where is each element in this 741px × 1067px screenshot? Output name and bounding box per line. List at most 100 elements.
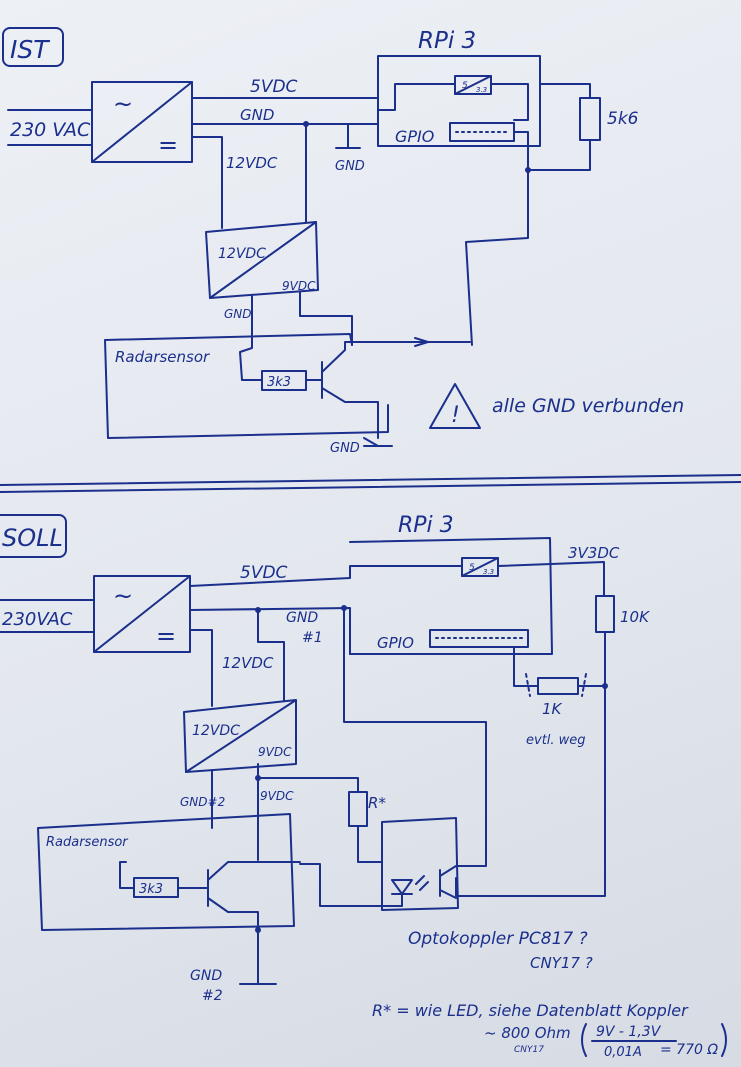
section-divider-2 [0,481,741,493]
section-divider [0,474,741,486]
soll-title: SOLL [2,524,63,552]
ist-rpi-label: RPi 3 [418,28,476,54]
soll-note-line2: ~ 800 Ohm [484,1024,571,1042]
ist-radar-block: Radarsensor 3k3 GND [104,319,471,456]
ist-section: IST 230 VAC ~ = 5VDC GND GND 12VDC 12VDC… [2,27,684,456]
ist-chassis-gnd [335,123,361,149]
soll-gnd2-label: GND#2 [180,795,225,809]
ist-psu-dc-symbol: = [158,131,178,159]
soll-converter-gnd-wire [257,609,285,701]
soll-9v-wire [257,777,359,793]
ist-12v-wire [191,136,223,229]
ist-dcdc-block: 12VDC 9VDC [205,221,319,299]
ist-12v-label: 12VDC [226,154,278,172]
ist-warning-icon [429,383,481,429]
ist-5v-label: 5VDC [250,77,298,97]
ist-radar-label: Radarsensor [115,348,210,366]
ist-mains-label: 230 VAC [10,119,91,141]
soll-series-bypass-marks [525,673,587,697]
soll-mains-wires [0,599,95,633]
soll-note-sub: CNY17 [514,1045,544,1055]
soll-reg-in: 5 [469,563,475,573]
soll-title-box [0,514,67,558]
ist-sensor-gnd-label: GND [224,307,252,321]
soll-bottom-gnd-num: #2 [202,988,223,1004]
ist-reg-in: 5 [462,81,468,91]
soll-optocoupler [299,817,459,911]
soll-note-brackets [581,1023,727,1057]
soll-3v3-label: 3V3DC [568,544,620,562]
ist-gnd-label: GND [240,106,274,124]
soll-transistor [177,861,301,985]
soll-12v-label: 12VDC [222,654,274,672]
soll-note-result: = 770 Ω [660,1042,718,1058]
ist-mains-wires [7,109,93,146]
ist-pullup-top-wire [539,83,591,99]
soll-series-label: 1K [542,700,563,718]
soll-mains-label: 230VAC [2,609,73,630]
soll-9v-label: 9VDC [260,789,294,803]
soll-reg-out: 3.3 [483,568,494,576]
soll-rstar-label: R* [368,794,386,812]
soll-gnd1-label: GND [286,610,318,626]
soll-opto-light-arrows [415,875,429,891]
soll-radar-block: Radarsensor 3k3 GND #2 [37,809,301,1004]
soll-rstar-wire [357,825,383,873]
soll-dcdc-label: 12VDC [192,723,240,739]
soll-rpi-block: RPi 3 5 3.3 GPIO [349,513,553,655]
soll-psu-block: ~ = [93,575,191,653]
soll-collector-wire [455,685,606,897]
ist-reg-out: 3.3 [476,86,487,94]
soll-gnd-rail [189,607,351,655]
ist-rpi-block: RPi 3 5 3.3 GPIO [377,28,541,147]
soll-5v-label: 5VDC [240,563,288,583]
ist-pullup-label: 5k6 [607,109,639,129]
ist-warning-text: alle GND verbunden [492,395,684,417]
soll-series-resistor [537,677,579,695]
soll-12v-wire [189,629,213,707]
soll-pullup-label: 10K [620,608,650,626]
soll-base-res-label: 3k3 [139,882,163,897]
ist-sensor-supply-wires [251,291,353,346]
ist-title-box [2,27,64,67]
ist-psu-ac-symbol: ~ [113,90,133,118]
ist-bottom-gnd-label: GND [330,441,360,456]
soll-opto-alt-label: CNY17 ? [530,954,593,972]
soll-gnd1-num: #1 [302,630,323,646]
soll-psu-dc-symbol: = [156,622,176,650]
ist-pullup-resistor [579,97,601,141]
soll-psu-ac-symbol: ~ [113,582,133,610]
soll-dcdc-out-label: 9VDC [258,745,292,759]
ist-psu-block: ~ = [91,81,193,163]
soll-3v3-wire [497,561,605,597]
ist-gpio-label: GPIO [395,127,434,146]
soll-rstar-resistor [348,791,368,827]
soll-opto-phototransistor [439,865,457,899]
soll-pullup-resistor [595,595,615,633]
soll-rpi-label: RPi 3 [398,513,454,538]
soll-radar-label: Radarsensor [46,835,129,850]
soll-gpio-wire [513,646,539,687]
ist-gnd-rail [191,123,379,135]
soll-opto-led-return [299,863,403,907]
ist-warning-mark: ! [451,403,460,428]
soll-sensor-supply-wires [211,763,259,819]
ist-chassis-gnd-label: GND [335,159,365,174]
soll-gnd1-wire [343,607,487,867]
soll-note-numerator: 9V - 1,3V [596,1024,662,1040]
soll-regulator [461,557,499,577]
soll-note-denominator: 0,01A [604,1045,642,1060]
soll-dcdc-block: 12VDC 9VDC [183,699,297,773]
soll-series-note: evtl. weg [526,733,586,748]
soll-gpio-header [429,629,529,648]
soll-opto-label: Optokoppler PC817 ? [408,929,588,949]
soll-bottom-gnd-label: GND [190,968,222,984]
ist-title: IST [10,35,50,64]
ist-3v3-wire [490,83,529,121]
ist-signal-wire [465,131,591,346]
ist-transistor [305,341,471,439]
soll-gpio-label: GPIO [377,634,414,652]
ist-dcdc-label: 12VDC [218,246,266,262]
